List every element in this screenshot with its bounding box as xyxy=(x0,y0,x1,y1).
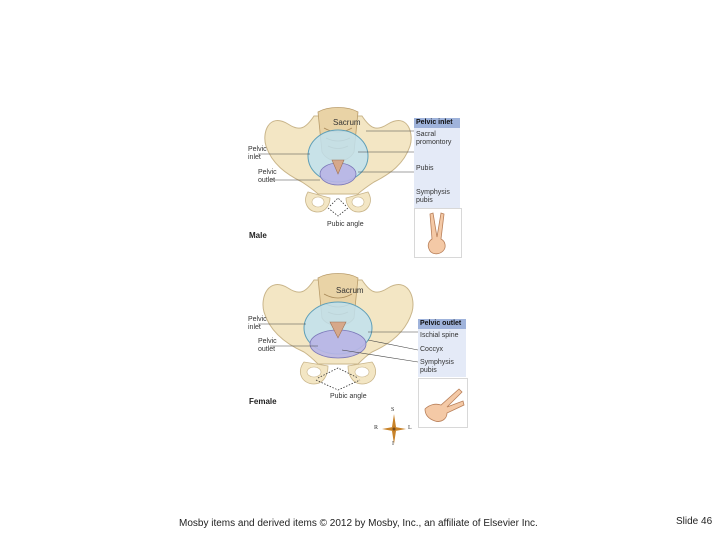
female-pelvic-outlet-left-label: Pelvic outlet xyxy=(258,338,277,353)
female-pelvis-illustration xyxy=(258,262,419,394)
female-legend-item: Symphysis pubis xyxy=(420,359,454,374)
hand-two-fingers-icon xyxy=(427,212,446,255)
female-sacrum-label: Sacrum xyxy=(336,286,364,295)
compass-east-label: L xyxy=(408,425,412,431)
female-hand-angle-illustration xyxy=(418,378,468,428)
slide-number: Slide 46 xyxy=(676,516,713,527)
male-legend-item: Symphysis pubis xyxy=(416,189,450,204)
male-legend-item: Sacral promontory xyxy=(416,131,452,146)
male-sacrum-label: Sacrum xyxy=(333,118,361,127)
female-pelvis-drawing xyxy=(258,273,419,391)
compass-rose xyxy=(378,408,410,450)
male-legend-box: Pelvic inlet Sacral promontory Pubis Sym… xyxy=(414,118,460,208)
male-pelvic-outlet-left-label: Pelvic outlet xyxy=(258,169,277,184)
male-pelvis-illustration xyxy=(258,94,418,224)
female-legend-box: Pelvic outlet Ischial spine Coccyx Symph… xyxy=(418,319,466,377)
male-pubic-angle-label: Pubic angle xyxy=(327,221,364,228)
copyright-notice: Mosby items and derived items © 2012 by … xyxy=(179,518,538,529)
female-pubic-angle-label: Pubic angle xyxy=(330,393,367,400)
male-hand-angle-illustration xyxy=(414,208,462,258)
compass-south-label: I xyxy=(392,441,394,447)
hand-spread-icon xyxy=(424,388,465,422)
male-pelvis-drawing xyxy=(258,107,418,217)
compass-rose-icon xyxy=(382,414,406,444)
compass-west-label: R xyxy=(374,425,379,431)
male-legend-item: Pubis xyxy=(416,165,434,172)
compass-north-label: S xyxy=(391,407,395,413)
male-legend-header: Pelvic inlet xyxy=(414,118,460,128)
male-pelvic-inlet-left-label: Pelvic inlet xyxy=(248,146,267,161)
female-legend-item: Ischial spine xyxy=(420,332,459,339)
female-legend-header: Pelvic outlet xyxy=(418,319,466,329)
female-pelvic-inlet-left-label: Pelvic inlet xyxy=(248,316,267,331)
male-caption: Male xyxy=(249,231,267,240)
female-legend-item: Coccyx xyxy=(420,346,443,353)
female-caption: Female xyxy=(249,397,277,406)
